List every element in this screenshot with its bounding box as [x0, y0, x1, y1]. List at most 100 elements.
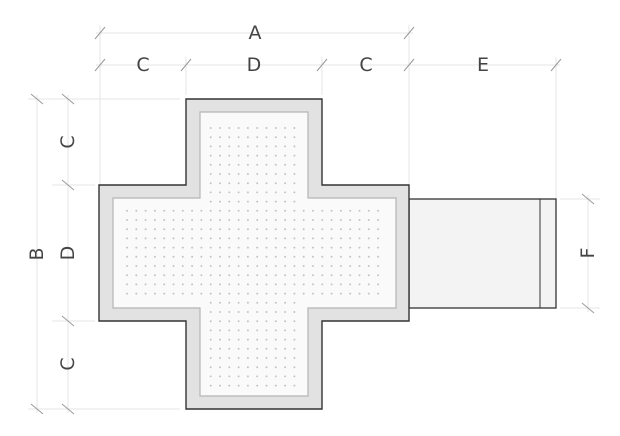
floor-dot [256, 301, 259, 304]
floor-dot [246, 357, 249, 359]
floor-dot [293, 366, 296, 369]
floor-dot [256, 338, 259, 341]
floor-dot [237, 163, 240, 166]
floor-dot [181, 237, 184, 240]
floor-dot [219, 246, 221, 249]
floor-dot [274, 255, 277, 258]
floor-dot [153, 209, 156, 212]
floor-dot [172, 219, 175, 221]
floor-dot [126, 283, 128, 286]
floor-dot [302, 283, 305, 286]
floor-dot [181, 209, 184, 212]
floor-dot [219, 338, 221, 341]
floor-dot [172, 228, 175, 231]
floor-dot [219, 357, 221, 359]
floor-dot [256, 127, 259, 129]
label-d-left: D [57, 246, 79, 261]
floor-dot [293, 182, 296, 185]
floor-dot [144, 292, 147, 295]
floor-dot [219, 163, 221, 166]
floor-dot [302, 255, 305, 258]
floor-dot [246, 163, 249, 166]
floor-dot [246, 320, 249, 323]
floor-dot [274, 338, 277, 341]
floor-dot [293, 191, 296, 194]
floor-dot [284, 200, 287, 203]
floor-dot [237, 209, 240, 212]
floor-dot [358, 274, 361, 277]
floor-dot [191, 292, 194, 295]
floor-dot [228, 228, 231, 231]
floor-dot [265, 154, 268, 157]
floor-dot [256, 329, 259, 332]
floor-dot [219, 219, 221, 221]
floor-dot [358, 255, 361, 258]
floor-dot [339, 265, 342, 267]
floor-dot [302, 219, 305, 221]
floor-dot [256, 154, 259, 157]
floor-dot [293, 384, 296, 387]
floor-dot [135, 228, 138, 231]
floor-dot [339, 255, 342, 258]
floor-dot [191, 255, 194, 258]
floor-dot [284, 237, 287, 240]
floor-dot [321, 219, 324, 221]
floor-dot [126, 246, 128, 249]
floor-dot [153, 228, 156, 231]
floor-dot [191, 209, 194, 212]
floor-dot [163, 228, 166, 231]
floor-dot [228, 347, 231, 350]
floor-dot [256, 311, 259, 313]
floor-dot [284, 301, 287, 304]
floor-dot [172, 209, 175, 212]
floor-dot [237, 173, 240, 175]
floor-dot [209, 338, 212, 341]
floor-dot [246, 366, 249, 369]
floor-dot [358, 219, 361, 221]
floor-dot [153, 255, 156, 258]
floor-dot [237, 136, 240, 139]
floor-dot [228, 292, 231, 295]
floor-dot [237, 200, 240, 203]
floor-dot [265, 384, 268, 387]
floor-dot [284, 311, 287, 313]
floor-dot [274, 329, 277, 332]
floor-dot [246, 384, 249, 387]
floor-dot [330, 274, 333, 277]
floor-dot [172, 255, 175, 258]
floor-dot [339, 292, 342, 295]
floor-dot [181, 246, 184, 249]
floor-dot [237, 246, 240, 249]
floor-dot [256, 191, 259, 194]
dimension-tick [61, 403, 75, 415]
floor-dot [144, 246, 147, 249]
floor-dot [228, 127, 231, 129]
floor-dot [284, 145, 287, 148]
floor-dot [349, 246, 352, 249]
floor-dot [191, 265, 194, 267]
floor-dot [237, 237, 240, 240]
floor-dot [153, 274, 156, 277]
floor-dot [246, 237, 249, 240]
floor-dot [191, 246, 194, 249]
floor-dot [274, 154, 277, 157]
floor-dot [228, 301, 231, 304]
floor-dot [293, 301, 296, 304]
floor-dot [219, 375, 221, 378]
floor-dot [312, 283, 314, 286]
floor-dot [284, 173, 287, 175]
floor-dot [367, 255, 370, 258]
floor-dot [144, 283, 147, 286]
floor-dot [284, 209, 287, 212]
annex-room [408, 198, 557, 309]
floor-dot [367, 246, 370, 249]
floor-dot [237, 154, 240, 157]
dimension-ticks [30, 26, 595, 415]
floor-dot [321, 274, 324, 277]
floor-dot [246, 191, 249, 194]
dimension-tick [581, 193, 595, 205]
floor-dot [209, 136, 212, 139]
floor-dot [237, 228, 240, 231]
floor-dot [228, 311, 231, 313]
